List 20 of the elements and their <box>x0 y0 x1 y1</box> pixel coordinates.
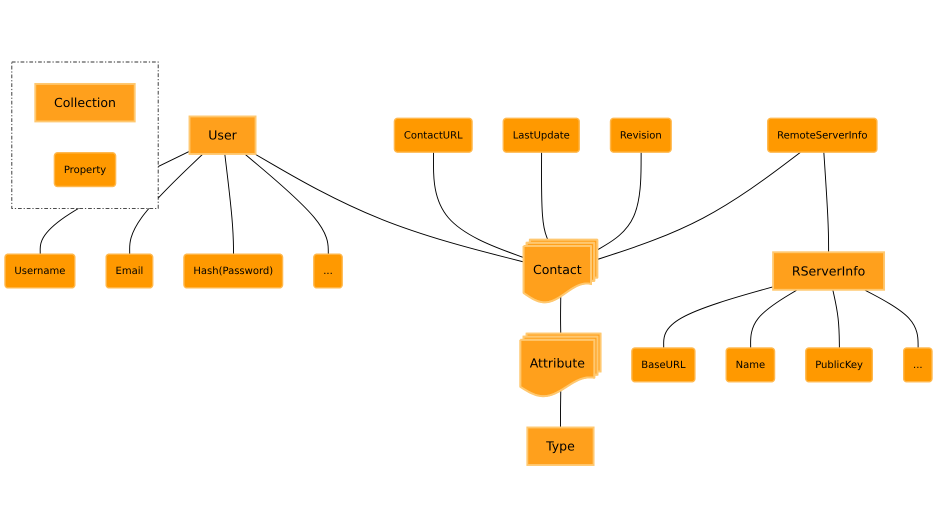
node-box: Collection <box>34 82 136 122</box>
connector <box>823 152 830 253</box>
connector <box>560 390 562 428</box>
connector <box>832 289 840 349</box>
connector <box>864 289 919 349</box>
node-box: Type <box>526 426 595 466</box>
connector <box>541 152 548 240</box>
connector <box>750 289 798 349</box>
node-box: User <box>188 116 256 155</box>
connector <box>663 286 774 349</box>
cluster <box>11 62 159 209</box>
connector <box>254 154 524 262</box>
connector <box>244 154 329 255</box>
connector <box>597 152 642 250</box>
connector <box>224 154 234 255</box>
connector <box>433 152 524 258</box>
connector <box>597 152 801 260</box>
node-box: RServerInfo <box>772 251 886 291</box>
connector <box>129 154 204 255</box>
connector <box>560 296 562 334</box>
